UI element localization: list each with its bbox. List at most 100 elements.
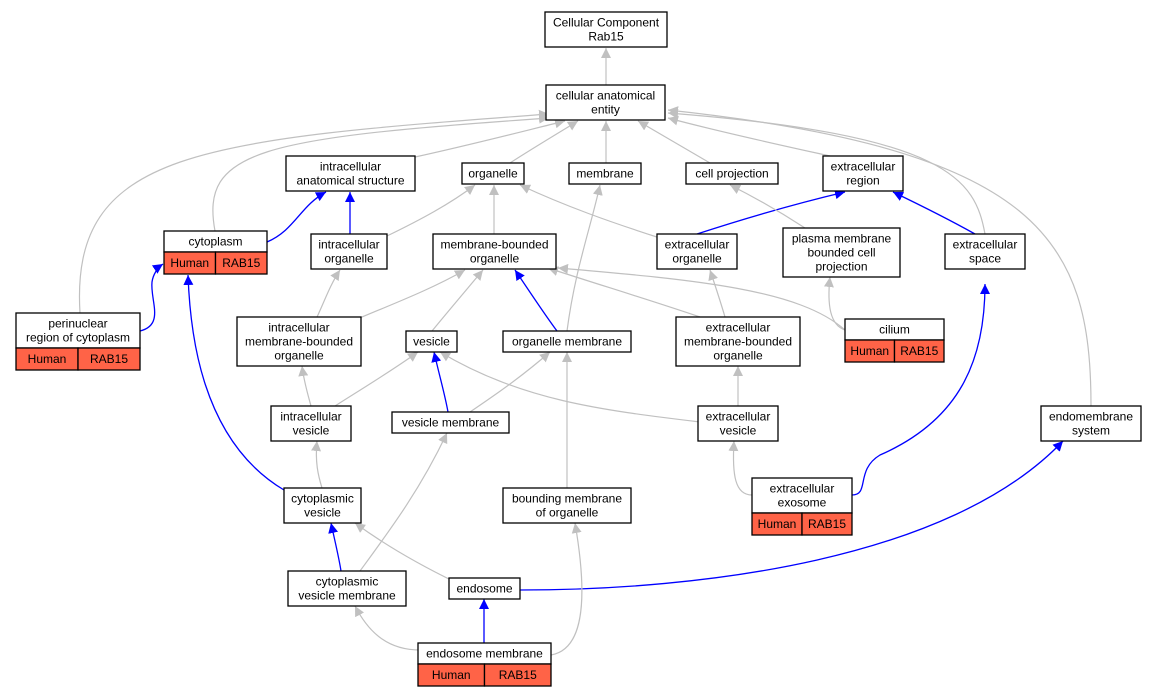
annotation-species-label: Human [758, 517, 797, 531]
edge-ecorg-to-organelle [519, 184, 661, 239]
node-label: extracellular [770, 482, 835, 496]
node-box [782, 227, 901, 278]
node-box [544, 11, 668, 48]
annotation-species-label: Human [28, 352, 67, 366]
edge-endomem-to-cae [667, 106, 1092, 407]
node-label: intracellular [268, 321, 329, 335]
node-label: bounded cell [807, 246, 875, 260]
node-box [285, 155, 416, 192]
edge-vm-to-vesicle [431, 351, 449, 413]
edge-exosome-to-ecv [728, 440, 753, 496]
node-label: organelle [468, 167, 518, 181]
node-box [448, 577, 521, 600]
node-label: membrane [576, 167, 634, 181]
node-label: membrane-bounded [245, 335, 353, 349]
node-box [1040, 405, 1142, 442]
edge-vm-to-orgmem [469, 351, 551, 413]
node-label: system [1072, 424, 1110, 438]
edge-cytoplasm-to-ias [266, 191, 327, 243]
node-label: cellular anatomical [556, 89, 655, 103]
node-label: space [969, 252, 1001, 266]
node-vm[interactable]: vesicle membrane [391, 411, 510, 434]
node-label: Cellular Component [553, 16, 660, 30]
annotation-gene-cell [214, 251, 268, 275]
node-label: extracellular [706, 410, 771, 424]
annotation-gene-cell [483, 663, 552, 687]
node-endosome[interactable]: endosome [448, 577, 521, 600]
edge-cvm-to-vm [359, 432, 448, 572]
node-label: extracellular [953, 238, 1018, 252]
node-box [270, 405, 352, 442]
node-organelle[interactable]: organelle [461, 162, 525, 185]
node-box [545, 84, 666, 121]
annotation-species-label: Human [170, 256, 209, 270]
edge-ias-to-cae [414, 118, 566, 158]
node-label: organelle [324, 252, 374, 266]
node-label: vesicle [720, 424, 757, 438]
edge-endomemb-to-bmo [550, 522, 583, 656]
edge-cv-to-cytoplasm [183, 274, 285, 491]
annotation-gene-label: RAB15 [499, 668, 537, 682]
edge-exosome-to-ecspace [851, 283, 990, 496]
edge-pmbcp-to-cellproj [729, 184, 806, 229]
node-label: region of cytoplasm [26, 331, 130, 345]
edge-perinuclear-to-cae [78, 109, 550, 314]
node-box [283, 487, 362, 524]
node-label: vesicle [413, 335, 450, 349]
node-box [822, 155, 904, 192]
node-label: intracellular [320, 160, 381, 174]
node-label: membrane-bounded [440, 238, 548, 252]
node-orgmem[interactable]: organelle membrane [502, 330, 632, 353]
node-label: extracellular [706, 321, 771, 335]
node-label: cytoplasmic [291, 492, 354, 506]
edge-endosome-to-endomem [519, 440, 1064, 591]
node-vesicle[interactable]: vesicle [405, 330, 458, 353]
edge-imbo-to-intraorg [316, 269, 341, 318]
node-label: endosome membrane [426, 647, 543, 661]
node-label: organelle [470, 252, 520, 266]
node-label: plasma membrane [792, 232, 892, 246]
node-label: intracellular [280, 410, 341, 424]
node-box [751, 477, 853, 514]
node-label: bounding membrane [512, 492, 622, 506]
edge-cilium-to-mbo [557, 263, 846, 331]
edge-iv-to-vesicle [334, 351, 419, 407]
node-label: vesicle membrane [298, 589, 396, 603]
node-cellproj[interactable]: cell projection [685, 162, 779, 185]
node-box [236, 316, 362, 367]
node-label: Rab15 [588, 30, 624, 44]
node-box [461, 162, 525, 185]
annotation-gene-cell [801, 512, 853, 536]
node-label: organelle [672, 252, 722, 266]
node-membrane[interactable]: membrane [568, 162, 642, 185]
edge-ecspace-to-ecregion [892, 191, 976, 235]
annotation-gene-cell [77, 347, 141, 371]
node-label: cytoplasmic [316, 575, 379, 589]
node-box [502, 330, 632, 353]
edge-cytoplasm-to-cae [212, 113, 550, 232]
